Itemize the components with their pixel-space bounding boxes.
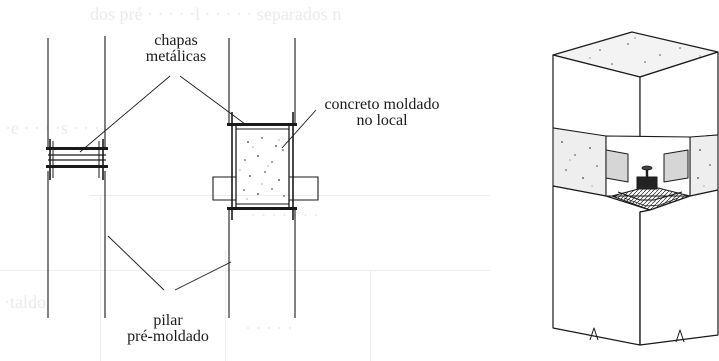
label-cast-concrete-line2: no local (356, 112, 408, 129)
steel-plate-lower (46, 165, 108, 168)
top-steel-plate (227, 123, 297, 126)
column-before-casting (46, 36, 108, 318)
label-precast-pillar-line1: pilar (153, 312, 183, 329)
joint-band-right (689, 134, 719, 197)
column-after-casting (212, 38, 319, 318)
label-steel-plates-line1: chapas (154, 32, 198, 49)
bottom-steel-plate (227, 207, 297, 210)
label-precast-pillar: pilar pré-moldado (108, 313, 228, 345)
steel-plate-upper (46, 147, 108, 150)
label-steel-plates-line2: metálicas (145, 48, 207, 65)
steel-angle-right (663, 149, 689, 183)
bolt-nut (636, 176, 658, 190)
label-cast-concrete-line1: concreto moldado (324, 96, 440, 113)
leader-lines (79, 75, 317, 291)
joint-band-left (552, 127, 607, 197)
label-precast-pillar-line2: pré-moldado (127, 328, 209, 345)
cast-concrete-fill (239, 137, 285, 200)
lower-block-left-face (552, 185, 651, 346)
lower-block-right-face (639, 189, 719, 346)
isometric-column-connection (552, 31, 719, 346)
label-cast-concrete: concreto moldado no local (302, 97, 462, 129)
steel-angle-left (605, 149, 629, 183)
label-steel-plates: chapas metálicas (126, 33, 226, 65)
